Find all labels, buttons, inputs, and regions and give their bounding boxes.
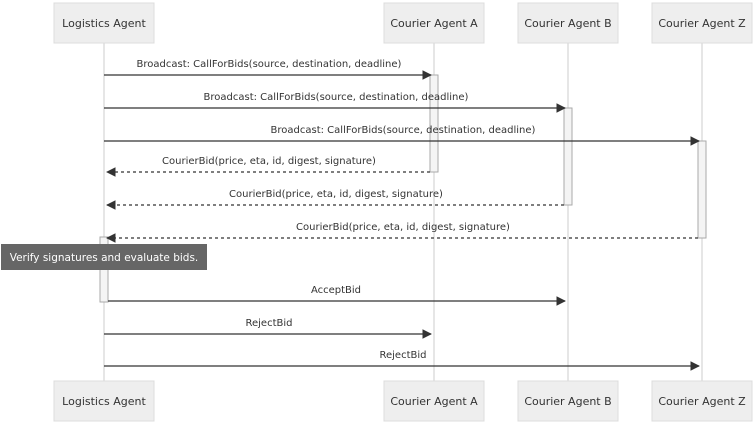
message-label: CourierBid(price, eta, id, digest, signa…	[296, 222, 510, 233]
message-label: AcceptBid	[311, 285, 361, 296]
message-1: Broadcast: CallForBids(source, destinati…	[104, 59, 432, 80]
participant-box-courier_a-top: Courier Agent A	[383, 2, 485, 44]
participant-label: Courier Agent B	[524, 395, 611, 408]
participant-label: Logistics Agent	[62, 395, 146, 408]
message-5: CourierBid(price, eta, id, digest, signa…	[106, 189, 564, 210]
message-label: CourierBid(price, eta, id, digest, signa…	[162, 156, 376, 167]
message-7: AcceptBid	[108, 285, 566, 306]
messages: Broadcast: CallForBids(source, destinati…	[104, 59, 700, 371]
message-label: Broadcast: CallForBids(source, destinati…	[137, 59, 402, 70]
message-label: Broadcast: CallForBids(source, destinati…	[204, 92, 469, 103]
message-label: CourierBid(price, eta, id, digest, signa…	[229, 189, 443, 200]
message-9: RejectBid	[104, 350, 700, 371]
participant-label: Courier Agent A	[390, 395, 478, 408]
participant-box-courier_b-top: Courier Agent B	[517, 2, 619, 44]
message-8: RejectBid	[104, 318, 432, 339]
message-label: RejectBid	[380, 350, 427, 361]
participant-box-courier_z-top: Courier Agent Z	[651, 2, 753, 44]
note-box: Verify signatures and evaluate bids.	[1, 244, 207, 270]
activation-bar-courier_b	[563, 107, 573, 206]
notes: Verify signatures and evaluate bids.	[1, 244, 207, 270]
message-label: Broadcast: CallForBids(source, destinati…	[271, 125, 536, 136]
participant-label: Courier Agent B	[524, 17, 611, 30]
participant-label: Courier Agent Z	[658, 17, 746, 30]
participant-box-logistics-bottom: Logistics Agent	[53, 380, 155, 422]
message-6: CourierBid(price, eta, id, digest, signa…	[106, 222, 698, 243]
message-4: CourierBid(price, eta, id, digest, signa…	[106, 156, 430, 177]
participant-box-courier_a-bottom: Courier Agent A	[383, 380, 485, 422]
participant-box-logistics-top: Logistics Agent	[53, 2, 155, 44]
activation-bar-courier_z	[697, 140, 707, 239]
participant-label: Logistics Agent	[62, 17, 146, 30]
message-3: Broadcast: CallForBids(source, destinati…	[104, 125, 700, 146]
activation-bar-courier_a	[429, 74, 439, 173]
message-2: Broadcast: CallForBids(source, destinati…	[104, 92, 566, 113]
participant-label: Courier Agent Z	[658, 395, 746, 408]
participant-box-courier_b-bottom: Courier Agent B	[517, 380, 619, 422]
participant-box-courier_z-bottom: Courier Agent Z	[651, 380, 753, 422]
participant-label: Courier Agent A	[390, 17, 478, 30]
note-text: Verify signatures and evaluate bids.	[10, 252, 199, 264]
message-label: RejectBid	[246, 318, 293, 329]
